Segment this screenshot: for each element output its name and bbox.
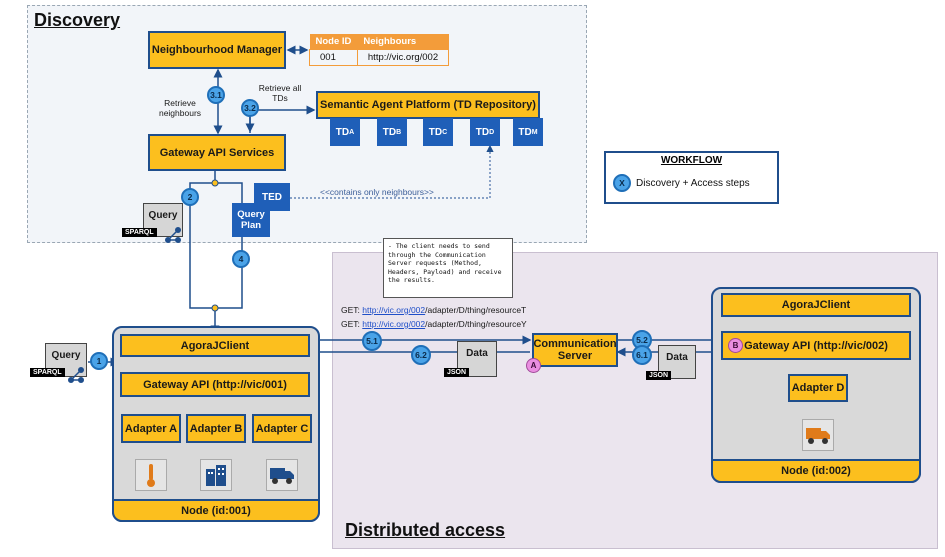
- neighbourhood-manager: Neighbourhood Manager: [148, 31, 286, 69]
- discovery-title: Discovery: [34, 10, 121, 30]
- step-6-2-marker: 6.2: [411, 345, 431, 365]
- workflow-legend: [604, 151, 779, 204]
- communication-server: Communication Server: [532, 333, 618, 367]
- contains-only-neighbours-label: <<contains only neighbours>>: [320, 187, 434, 197]
- step-6-1-marker: 6.1: [632, 345, 652, 365]
- table-cell-node-id: 001: [309, 49, 358, 66]
- step-4-marker: 4: [232, 250, 250, 268]
- node-002-label: Node (id:002): [711, 459, 921, 483]
- gateway-api-002-marker: B: [728, 338, 743, 353]
- client-note: - The client needs to send through the C…: [383, 238, 513, 298]
- distributed-access-title: Distributed access: [345, 520, 506, 540]
- get-request-2: GET: http://vic.org/002/adapter/D/thing/…: [341, 319, 527, 329]
- neighbour-table: Node ID Neighbours 001 http://vic.org/00…: [309, 34, 450, 66]
- retrieve-all-tds-label: Retrieve all TDs: [258, 83, 302, 103]
- step-5-1-marker: 5.1: [362, 331, 382, 351]
- truck-icon: [266, 459, 298, 491]
- agora-client-001: AgoraJClient: [120, 334, 310, 357]
- semantic-agent-platform: Semantic Agent Platform (TD Repository): [316, 91, 540, 119]
- step-1-marker: 1: [90, 352, 108, 370]
- table-header-node-id: Node ID: [309, 34, 358, 50]
- step-3-2-marker: 3.2: [241, 99, 259, 117]
- table-row: 001 http://vic.org/002: [309, 49, 450, 66]
- agora-client-002: AgoraJClient: [721, 293, 911, 317]
- json-tag: JSON: [444, 368, 470, 377]
- gateway-api-002: Gateway API (http://vic/002): [721, 331, 911, 360]
- table-header-neighbours: Neighbours: [357, 34, 449, 50]
- step-2-marker: 2: [181, 188, 199, 206]
- node-001-label: Node (id:001): [112, 499, 320, 522]
- sparql-tag: SPARQL: [122, 228, 157, 237]
- query-plan-doc-icon: Query Plan: [232, 203, 270, 237]
- json-tag-node2: JSON: [646, 371, 672, 380]
- get-request-1: GET: http://vic.org/002/adapter/D/thing/…: [341, 305, 527, 315]
- gateway-api-services: Gateway API Services: [148, 134, 286, 171]
- truck-node2-icon: [802, 419, 834, 451]
- gateway-api-001: Gateway API (http://vic/001): [120, 372, 310, 397]
- adapter-d: Adapter D: [788, 374, 848, 402]
- table-cell-neighbour-url: http://vic.org/002: [356, 49, 450, 66]
- workflow-step-marker: X: [613, 174, 631, 192]
- thermometer-icon: [135, 459, 167, 491]
- retrieve-neighbours-label: Retrieve neighbours: [158, 98, 202, 118]
- sparql-graph-icon: [165, 227, 181, 243]
- sparql-graph-node1-icon: [68, 367, 84, 383]
- get-request-1-link[interactable]: http://vic.org/002: [362, 305, 426, 315]
- adapter-b: Adapter B: [186, 414, 246, 443]
- step-3-1-marker: 3.1: [207, 86, 225, 104]
- data-doc-icon: Data: [457, 341, 497, 377]
- workflow-title: WORKFLOW: [660, 155, 723, 166]
- adapter-a: Adapter A: [121, 414, 181, 443]
- building-icon: [200, 459, 232, 491]
- sparql-tag-node1: SPARQL: [30, 368, 65, 377]
- workflow-label: Discovery + Access steps: [636, 178, 750, 189]
- get-request-2-link[interactable]: http://vic.org/002: [362, 319, 426, 329]
- communication-server-marker: A: [526, 358, 541, 373]
- adapter-c: Adapter C: [252, 414, 312, 443]
